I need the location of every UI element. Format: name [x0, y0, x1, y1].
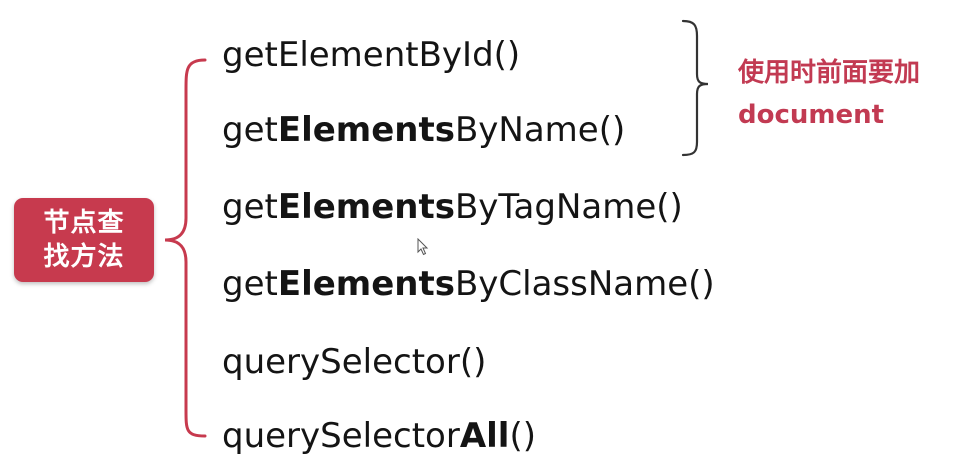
method-prefix: get: [222, 264, 278, 304]
note-line-1: 使用时前面要加: [738, 58, 921, 88]
method-getelementsbyclassname: getElementsByClassName(): [222, 262, 715, 306]
method-prefix: get: [222, 110, 278, 150]
note-line-2: document: [738, 100, 885, 130]
method-bold-part: Elements: [277, 264, 455, 304]
method-prefix: get: [222, 187, 278, 227]
method-prefix: querySelector: [222, 416, 460, 456]
method-suffix: ByClassName(): [454, 264, 715, 304]
method-suffix: (): [509, 416, 536, 456]
mouse-pointer-icon: [417, 238, 429, 256]
method-suffix: ByTagName(): [454, 187, 683, 227]
method-getelementbyid: getElementById(): [222, 33, 520, 77]
method-getelementsbytagname: getElementsByTagName(): [222, 185, 683, 229]
method-bold-part: Elements: [277, 110, 455, 150]
method-queryselector: querySelector(): [222, 340, 486, 384]
root-node: 节点查找方法: [14, 198, 154, 282]
method-queryselectorall: querySelectorAll(): [222, 414, 536, 458]
method-bold-part: Elements: [277, 187, 455, 227]
method-bold-part: All: [459, 416, 510, 456]
method-text: getElementById(): [222, 35, 521, 75]
document-note: 使用时前面要加 document: [738, 52, 920, 136]
method-suffix: ByName(): [454, 110, 626, 150]
method-text: querySelector(): [222, 342, 487, 382]
method-getelementsbyname: getElementsByName(): [222, 108, 625, 152]
root-node-label: 节点查找方法: [43, 208, 125, 272]
right-bracket: [681, 19, 709, 157]
left-brace: [164, 58, 207, 438]
